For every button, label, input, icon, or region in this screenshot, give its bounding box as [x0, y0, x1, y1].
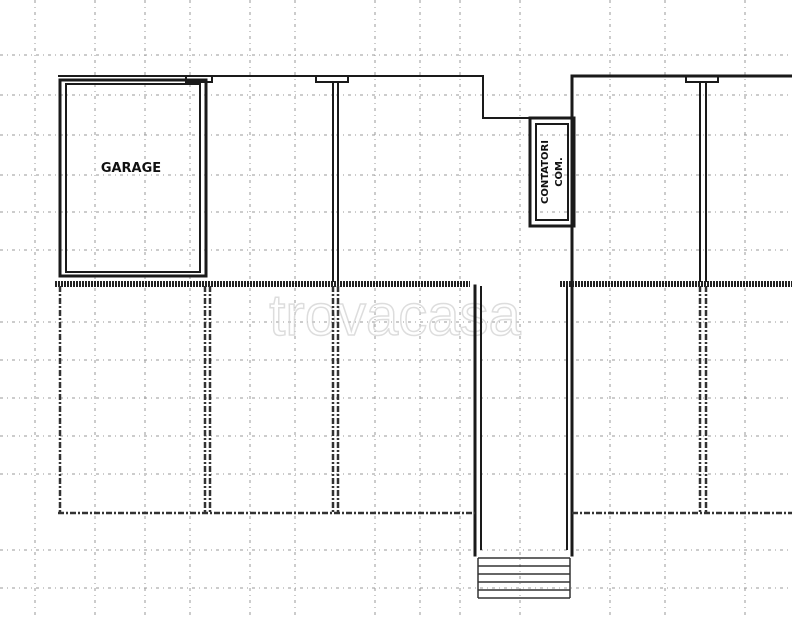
contatori-label: CONTATORI COM. [540, 140, 565, 204]
lower-partitions [58, 284, 708, 557]
garage-room [58, 78, 208, 278]
entrance-stairs [477, 557, 571, 599]
garage-label: GARAGE [101, 161, 161, 176]
contatori-label-line2: COM. [554, 157, 565, 187]
watermark: trovacasa [269, 283, 521, 348]
upper-walls [58, 74, 792, 287]
contatori-room [528, 116, 576, 228]
upper-partitions [332, 82, 707, 282]
contatori-label-line1: CONTATORI [540, 140, 551, 204]
